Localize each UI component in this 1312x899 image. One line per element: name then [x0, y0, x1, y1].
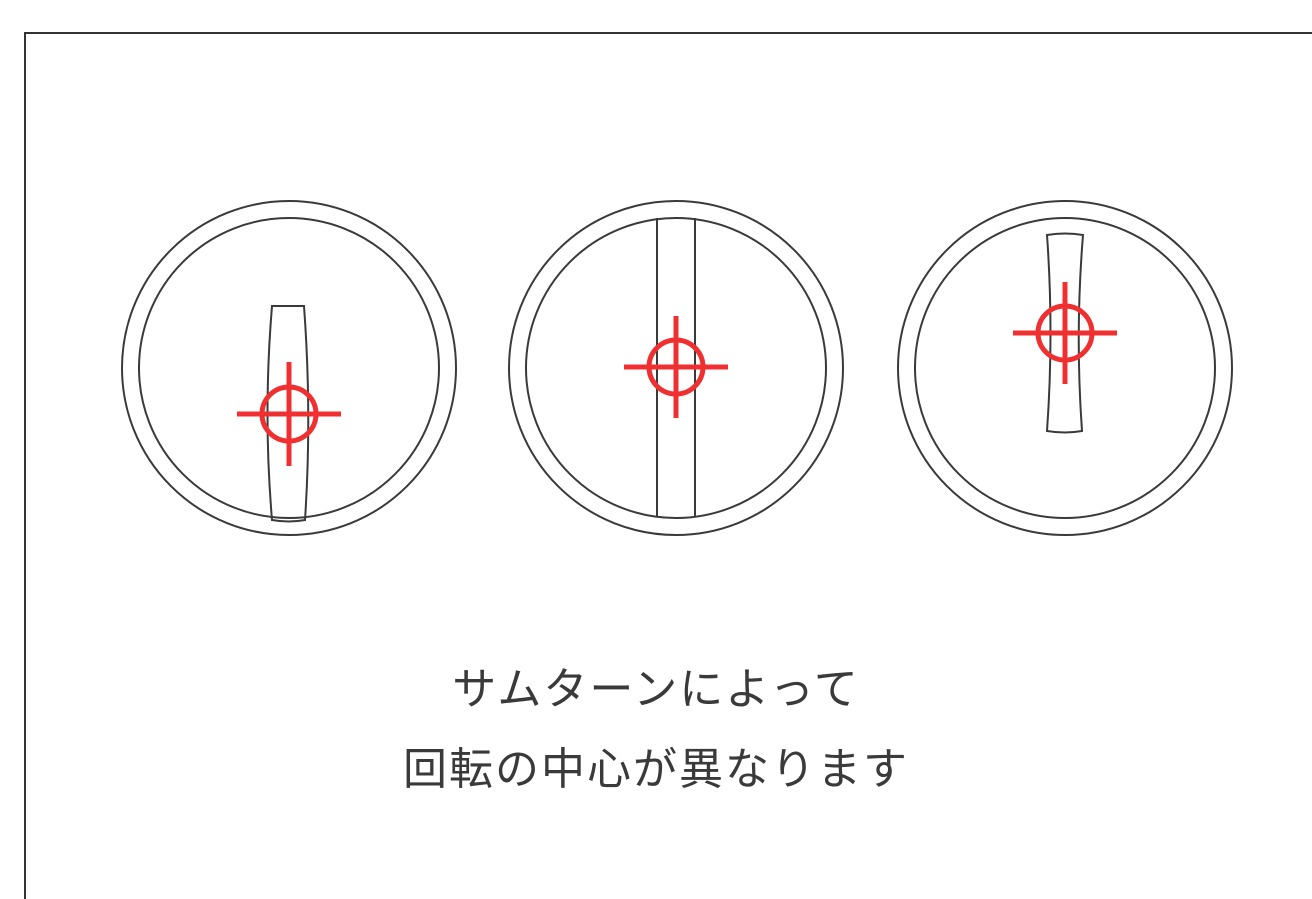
pivot-marker-center — [624, 316, 728, 418]
caption-line-2: 回転の中心が異なります — [403, 744, 909, 795]
lock-right — [897, 200, 1233, 536]
lock-center-inner-ring — [525, 217, 827, 519]
lock-center-outer-ring — [508, 200, 844, 536]
lock-right-thumbturn — [1045, 232, 1085, 434]
pivot-marker-right — [1013, 282, 1117, 384]
caption-line-1: サムターンによって — [452, 664, 860, 715]
frame-border — [24, 32, 1312, 899]
lock-left-inner-ring — [138, 217, 440, 519]
pivot-marker-left — [237, 362, 341, 466]
lock-right-outer-ring — [897, 200, 1233, 536]
lock-left-outer-ring — [121, 200, 457, 536]
lock-right-inner-ring — [914, 217, 1216, 519]
